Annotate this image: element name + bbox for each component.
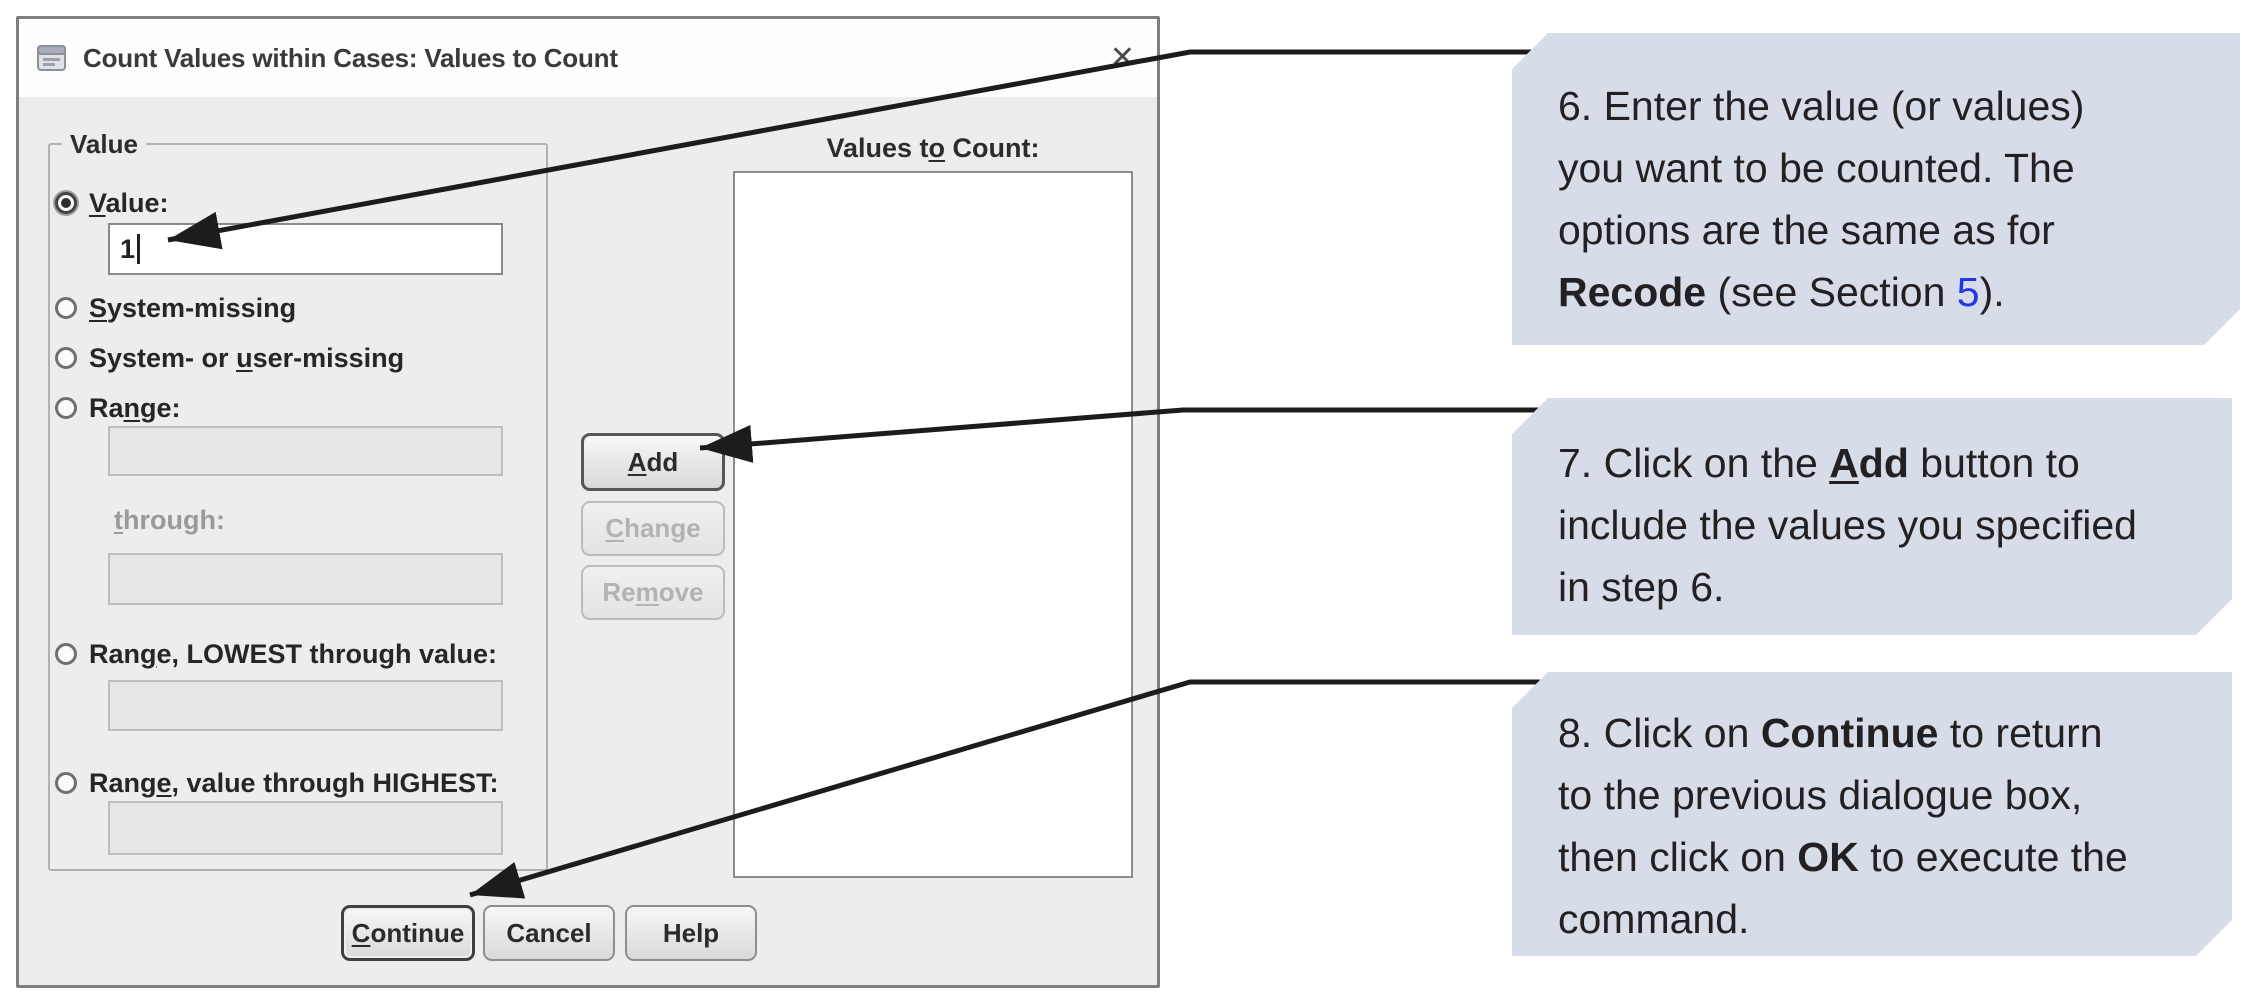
help-button[interactable]: Help: [625, 905, 757, 961]
range-highest-input[interactable]: [108, 801, 503, 855]
note-line: then click on OK to execute the: [1558, 834, 2128, 880]
note-line: 7. Click on the Add button to: [1558, 440, 2080, 486]
radio-circle-range-lowest[interactable]: [55, 643, 77, 665]
note-line: 6. Enter the value (or values): [1558, 83, 2085, 129]
radio-value[interactable]: Value:: [55, 185, 169, 221]
radio-system-or-user-missing[interactable]: System- or user-missing: [55, 340, 404, 376]
radio-circle-range-highest[interactable]: [55, 772, 77, 794]
range-high-input[interactable]: [108, 553, 503, 605]
note-line: you want to be counted. The: [1558, 145, 2075, 191]
radio-circle-value[interactable]: [55, 192, 77, 214]
note-step-7: 7. Click on the Add button to include th…: [1512, 398, 2232, 635]
note-line: Recode (see Section 5).: [1558, 269, 2005, 315]
radio-value-label: Value:: [89, 187, 169, 218]
note-line: options are the same as for: [1558, 207, 2055, 253]
dialog-title: Count Values within Cases: Values to Cou…: [83, 42, 618, 73]
radio-range-highest-label: Range, value through HIGHEST:: [89, 767, 499, 798]
value-input[interactable]: 1: [108, 223, 503, 275]
value-input-text: 1: [120, 233, 136, 264]
note-line: command.: [1558, 896, 1750, 942]
radio-range-lowest-label: Range, LOWEST through value:: [89, 638, 498, 669]
radio-circle-system-missing[interactable]: [55, 297, 77, 319]
dialog-icon: [37, 45, 66, 71]
radio-range[interactable]: Range:: [55, 390, 181, 426]
titlebar: Count Values within Cases: Values to Cou…: [19, 19, 1157, 97]
values-to-count-list[interactable]: [733, 171, 1133, 878]
through-label: through:: [114, 505, 225, 535]
radio-range-lowest[interactable]: Range, LOWEST through value:: [55, 636, 497, 672]
radio-system-missing-label: System-missing: [89, 292, 297, 323]
note-line: to the previous dialogue box,: [1558, 772, 2083, 818]
note-step-6: 6. Enter the value (or values) you want …: [1512, 33, 2240, 345]
note-line: in step 6.: [1558, 564, 1725, 610]
close-icon[interactable]: ✕: [1109, 41, 1135, 74]
radio-circle-range[interactable]: [55, 397, 77, 419]
value-group-label: Value: [62, 129, 146, 160]
radio-range-label: Range:: [89, 392, 181, 423]
range-low-input[interactable]: [108, 426, 503, 476]
radio-system-missing[interactable]: System-missing: [55, 290, 296, 326]
radio-range-highest[interactable]: Range, value through HIGHEST:: [55, 765, 499, 801]
text-caret: [137, 234, 141, 264]
note-step-8: 8. Click on Continue to return to the pr…: [1512, 672, 2232, 956]
values-to-count-label: Values to Count:: [826, 133, 1040, 163]
count-values-dialog: Count Values within Cases: Values to Cou…: [16, 16, 1160, 988]
range-lowest-input[interactable]: [108, 680, 503, 731]
note-line: include the values you specified: [1558, 502, 2137, 548]
note-line: 8. Click on Continue to return: [1558, 710, 2103, 756]
cancel-button[interactable]: Cancel: [483, 905, 615, 961]
radio-circle-system-or-user-missing[interactable]: [55, 347, 77, 369]
radio-system-or-user-missing-label: System- or user-missing: [89, 342, 405, 373]
